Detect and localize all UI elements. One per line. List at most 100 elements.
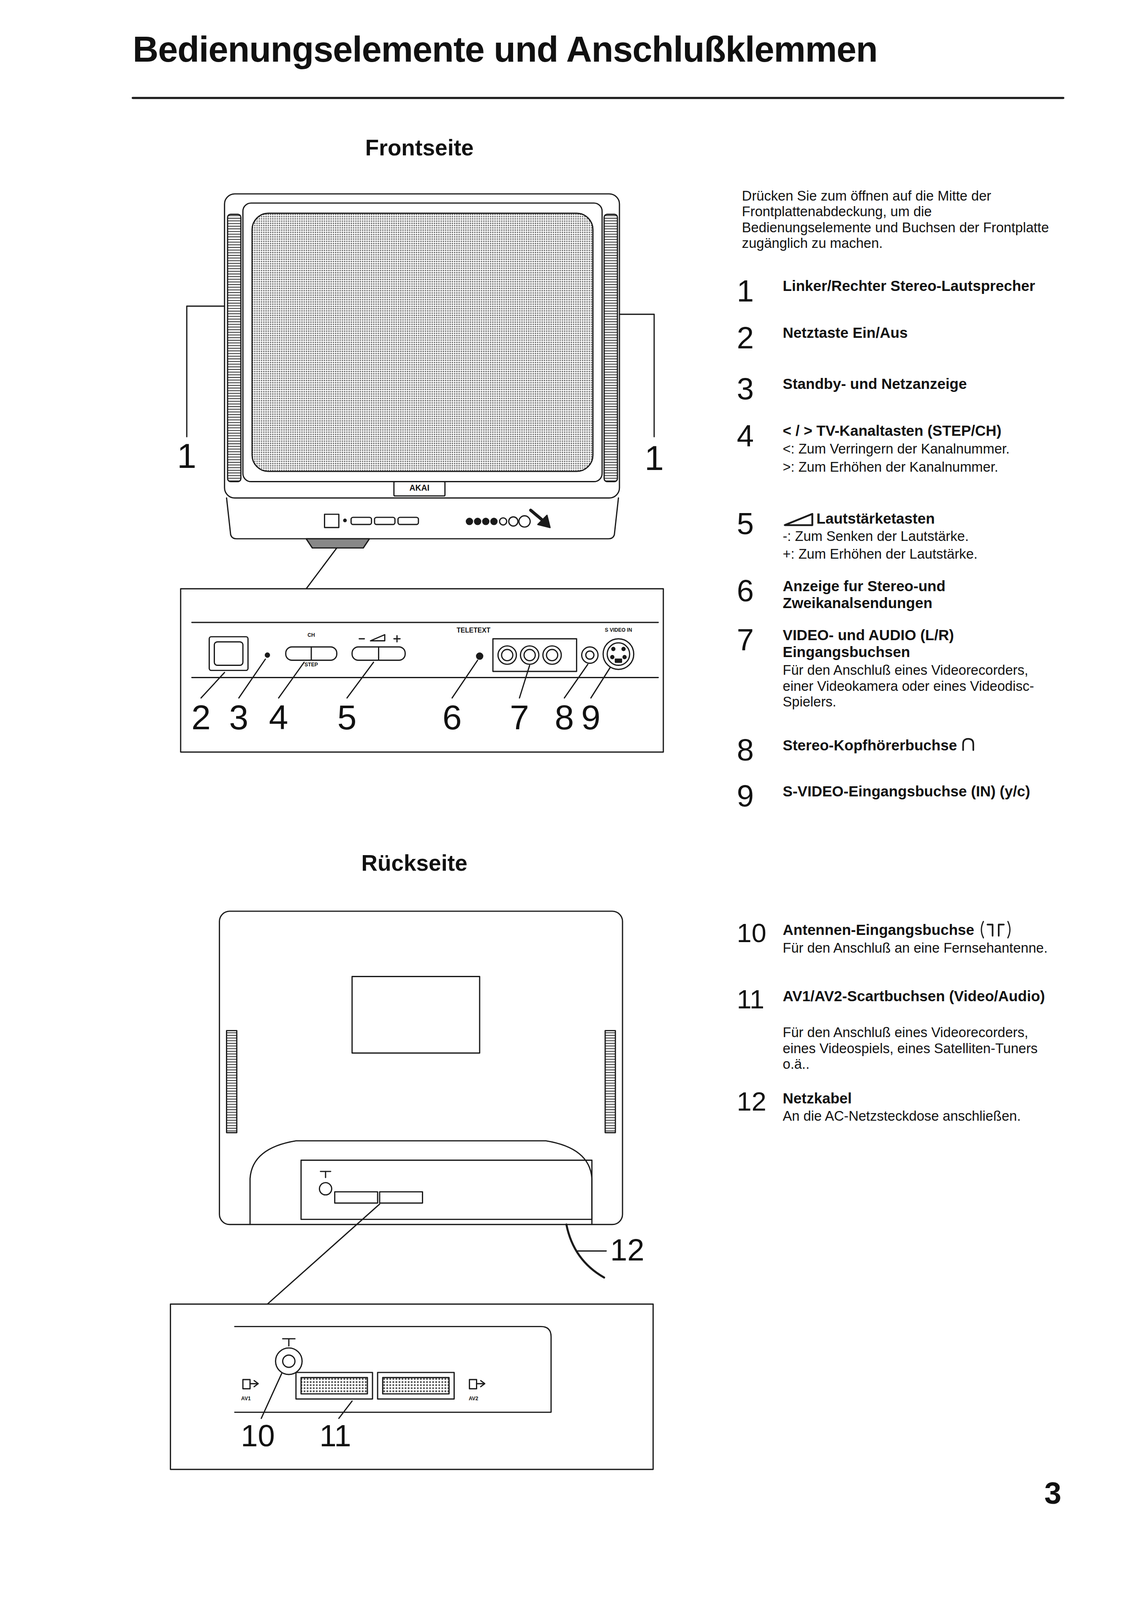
page-title: Bedienungselemente und Anschlußklemmen [132,28,878,70]
tv-back [577,1250,607,1252]
item-description: Für den Anschluß eines Videorecorders, e… [782,1024,1061,1073]
tv-back [379,1191,423,1204]
callout-number: 4 [263,700,294,735]
rear-panel-detail [296,1372,373,1400]
item-number: 9 [736,780,778,812]
tv-front [242,203,603,482]
item-description: Für den Anschluß eines Videorecorders, e… [782,662,1061,710]
item-description: -: Zum Senken der Lautstärke. [782,528,1061,545]
tv-front [466,518,473,525]
item-number: 5 [736,508,778,540]
front-panel-detail [492,638,577,672]
tv-front [538,515,551,528]
tv-front [324,514,340,528]
front-panel-detail [615,659,622,663]
tv-front [508,516,519,527]
panel-marking: S VIDEO IN [595,627,642,634]
item-heading: Anzeige fur Stereo-und Zweikanalsendunge… [782,577,1061,612]
rear-panel-detail [282,1355,295,1368]
item-number: 1 [736,275,778,307]
tv-front [604,214,618,482]
front-panel-detail [476,653,483,660]
tv-front [482,518,489,525]
front-panel-detail [359,638,365,640]
front-panel-detail [524,649,536,661]
callout-number: 5 [331,700,362,735]
item-number: 3 [736,373,778,405]
tv-back [324,1171,327,1178]
item-heading: Linker/Rechter Stereo-Lautsprecher [782,277,1061,295]
tv-front [224,193,620,498]
rear-panel-detail [242,1379,250,1389]
front-panel-detail [610,655,614,659]
leader-line [452,660,478,698]
front-panel-detail [520,646,539,665]
tv-front [474,518,481,525]
page-number: 3 [1020,1475,1062,1511]
front-panel-detail [377,646,380,661]
tv-front [224,193,620,549]
item-heading: Antennen-Eingangsbuchse [782,921,1028,939]
headphone-symbol [963,739,974,751]
item-number: 12 [736,1088,782,1115]
front-panel-detail [497,646,517,665]
callout-number: 9 [575,700,606,735]
leader-line [239,659,266,699]
item-description: Für den Anschluß an eine Fernsehantenne. [782,940,1061,957]
tv-front [306,538,370,549]
front-panel-detail [622,655,626,659]
front-panel-detail [209,636,248,671]
front-panel-detail [585,651,594,660]
front-panel-detail [265,653,270,658]
callout-number: 1 [636,440,672,476]
rear-panel-detail [249,1383,258,1385]
leader-line [564,664,588,699]
tv-front [252,213,593,472]
item-heading: S-VIDEO-Eingangsbuchse (IN) (y/c) [782,782,1061,800]
tv-front [227,214,241,482]
rear-panel-detail [261,1373,282,1419]
leader-line [590,667,611,698]
leader-line [201,659,611,699]
leader-line [619,314,655,437]
tv-back [226,1030,237,1134]
callout-number: 3 [223,700,254,735]
front-panel-detail [191,676,658,679]
bracket-symbol [1008,921,1011,938]
front-panel-detail [611,647,615,651]
section-heading: Rückseite [301,850,528,876]
item-heading: Netztaste Ein/Aus [782,324,1061,342]
tv-front [350,517,372,525]
item-heading: < / > TV-Kanaltasten (STEP/CH) [782,422,1061,440]
tv-back [334,1191,378,1204]
tv-back [301,1160,593,1220]
front-panel-detail [285,646,337,661]
rear-panel-detail [382,1377,449,1394]
front-panel-detail [310,646,313,661]
front-panel-detail [501,649,514,661]
tv-front [374,517,395,525]
item-heading: Stereo-Kopfhörerbuchse [782,736,1028,754]
callout-number: 7 [504,700,535,735]
rear-panel-detail [254,1380,259,1387]
intro-text: Drücken Sie zum öffnen auf die Mitte der… [741,187,1059,252]
rear-panel-detail [469,1379,477,1389]
front-panel-detail [546,649,558,661]
tv-front [397,517,419,525]
rear-panel-detail [301,1377,368,1394]
front-panel-detail [180,588,664,753]
tv-back [219,911,623,1225]
tv-front [226,497,619,539]
rear-panel-detail [170,1304,654,1470]
rear-panel-detail [480,1380,485,1387]
tv-back [267,1203,380,1305]
item-description: >: Zum Erhöhen der Kanalnummer. [782,459,1061,476]
tv-back [352,976,480,1054]
front-panel-detail [191,622,658,624]
title-rule [132,97,1064,100]
volume-symbol [784,513,813,526]
leader-line [278,662,305,699]
item-number: 6 [736,575,778,607]
tv-front [499,517,507,525]
item-description: +: Zum Erhöhen der Lautstärke. [782,546,1061,563]
